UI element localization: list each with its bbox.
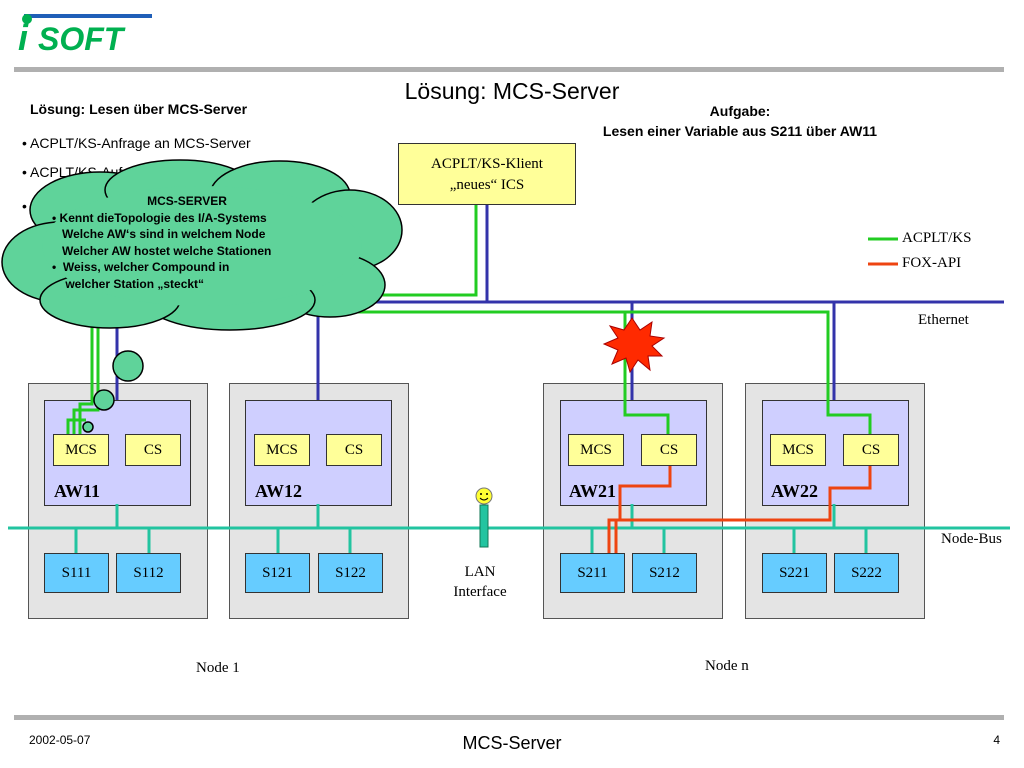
station-s111: S111 — [44, 553, 109, 593]
page-title: Lösung: MCS-Server — [404, 78, 620, 104]
station-s221: S221 — [762, 553, 827, 593]
node-1-label: Node 1 — [196, 660, 240, 676]
client-line-2: „neues“ ICS — [449, 177, 525, 193]
cloud-title: MCS-SERVER — [147, 194, 227, 208]
station-s112: S112 — [116, 553, 181, 593]
legend-fox-label: FOX-API — [902, 255, 962, 271]
ethernet-label: Ethernet — [918, 312, 969, 328]
aw22-label: AW22 — [771, 481, 819, 501]
node-bus-lines — [8, 504, 1010, 553]
acplt-ks-client-box: ACPLT/KS-Klient „neues“ ICS — [398, 143, 576, 205]
cloud-line-5: welcher Station „steckt“ — [52, 276, 205, 291]
lan-interface-label: LAN Interface — [440, 562, 520, 602]
smiley-icon — [475, 487, 493, 505]
svg-text:i: i — [18, 17, 29, 54]
station-s212: S212 — [632, 553, 697, 593]
aw21-mcs-box: MCS — [568, 434, 624, 466]
legend-acplt-label: ACPLT/KS — [902, 230, 972, 246]
aw21-cs-box: CS — [641, 434, 697, 466]
station-s121: S121 — [245, 553, 310, 593]
cloud-text: MCS-SERVER • Kennt dieTopologie des I/A-… — [52, 193, 322, 292]
aw21-label: AW21 — [569, 481, 617, 501]
cloud-line-2: Welche AW‘s sind in welchem Node — [52, 227, 266, 241]
task-line-2: Lesen einer Variable aus S211 über AW11 — [602, 123, 878, 139]
left-subtitle: Lösung: Lesen über MCS-Server — [30, 101, 248, 117]
node-n-label: Node n — [705, 658, 749, 674]
task-line-1: Aufgabe: — [709, 103, 771, 119]
aw11-mcs-box: MCS — [53, 434, 109, 466]
node-bus-label: Node-Bus — [941, 531, 1002, 547]
lan-interface-cable — [479, 504, 489, 548]
fox-api-lines — [607, 466, 872, 553]
cloud-line-3: Welcher AW hostet welche Stationen — [52, 243, 272, 258]
top-divider — [14, 67, 1004, 72]
aw12-label: AW12 — [255, 481, 303, 501]
footer-title: MCS-Server — [462, 733, 562, 753]
cloud-line-4: • Weiss, welcher Compound in — [52, 260, 230, 274]
logo-text: SOFT — [38, 21, 126, 54]
aw11-cs-box: CS — [125, 434, 181, 466]
client-line-1: ACPLT/KS-Klient — [431, 156, 543, 172]
bullet-1: • ACPLT/KS-Anfrage an MCS-Server — [22, 135, 251, 151]
mcs-server-cloud — [1, 159, 403, 433]
company-logo: i SOFT — [18, 14, 152, 54]
aw11-label: AW11 — [54, 481, 101, 501]
aw22-cs-box: CS — [843, 434, 899, 466]
cloud-line-1: • Kennt dieTopologie des I/A-Systems — [52, 210, 267, 225]
task-heading: Aufgabe: Lesen einer Variable aus S211 ü… — [560, 101, 920, 141]
station-s211: S211 — [560, 553, 625, 593]
station-s122: S122 — [318, 553, 383, 593]
aw22-mcs-box: MCS — [770, 434, 826, 466]
footer-date: 2002-05-07 — [29, 733, 91, 747]
page-number: 4 — [993, 733, 1000, 747]
station-s222: S222 — [834, 553, 899, 593]
error-burst-icon — [602, 317, 666, 374]
aw12-cs-box: CS — [326, 434, 382, 466]
aw12-mcs-box: MCS — [254, 434, 310, 466]
lan-line-1: LAN — [464, 564, 496, 580]
bottom-divider — [14, 715, 1004, 720]
lan-line-2: Interface — [453, 584, 507, 600]
